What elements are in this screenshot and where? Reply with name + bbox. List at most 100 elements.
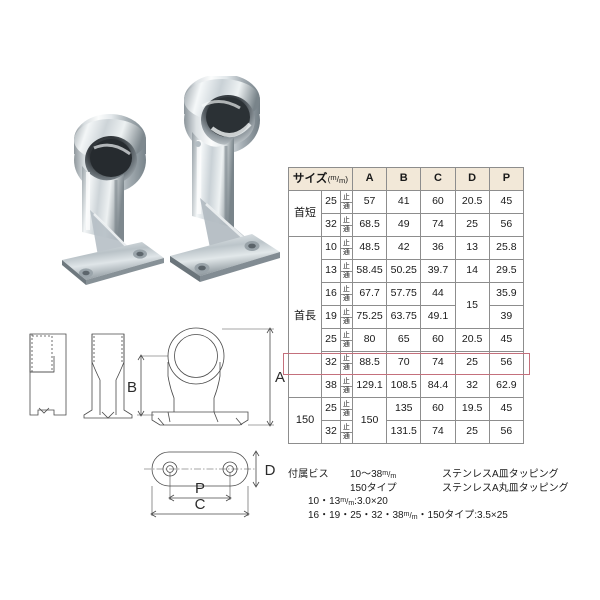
cell-a: 58.45 xyxy=(351,259,388,283)
cell-p: 62.9 xyxy=(488,374,525,398)
size-value: 25 xyxy=(321,190,341,214)
dim-label-d: D xyxy=(265,462,276,479)
group-label-150: 150 xyxy=(287,397,323,444)
header-d: D xyxy=(454,167,490,191)
size-value: 13 xyxy=(321,259,341,283)
dimension-line-p xyxy=(168,472,232,502)
drawing-plan-view xyxy=(144,451,256,487)
cell-p: 35.9 xyxy=(488,282,525,306)
note-line-3: 10・13m/m:3.0×20 xyxy=(308,496,388,507)
cell-b: 63.75 xyxy=(386,305,422,329)
cell-c: 84.4 xyxy=(420,374,456,398)
size-value: 38 xyxy=(321,374,341,398)
cell-a-merged: 150 xyxy=(351,397,388,444)
header-p: P xyxy=(488,167,525,191)
cell-a: 75.25 xyxy=(351,305,388,329)
cell-b: 65 xyxy=(386,328,422,352)
cell-a: 57 xyxy=(351,190,388,214)
note-line-2: 150タイプ ステンレスA丸皿タッピング xyxy=(288,482,588,496)
cell-c: 74 xyxy=(420,351,456,375)
cell-b: 50.25 xyxy=(386,259,422,283)
stop-through-cell: 止 通 xyxy=(339,259,353,283)
dim-label-a: A xyxy=(275,369,285,386)
cell-p: 39 xyxy=(488,305,525,329)
table-row: 38 止 通 129.1 108.5 84.4 32 62.9 xyxy=(289,374,525,398)
cell-b: 41 xyxy=(386,190,422,214)
cell-d: 20.5 xyxy=(454,328,490,352)
cell-c: 44 xyxy=(420,282,456,306)
product-photo-long-neck xyxy=(170,76,280,282)
size-value: 16 xyxy=(321,282,341,306)
cell-p: 56 xyxy=(488,213,525,237)
cell-d: 25 xyxy=(454,420,490,444)
cell-b: 49 xyxy=(386,213,422,237)
cell-a: 67.7 xyxy=(351,282,388,306)
cell-d-merged: 15 xyxy=(454,282,490,329)
note-label: 付属ビス xyxy=(288,469,329,480)
dimension-diagram: A B D P C xyxy=(29,327,285,518)
cell-c: 60 xyxy=(420,190,456,214)
cell-p: 56 xyxy=(488,420,525,444)
header-c: C xyxy=(420,167,456,191)
drawing-side-view-left xyxy=(29,333,67,416)
cell-d: 25 xyxy=(454,213,490,237)
product-photo-short-neck xyxy=(62,114,164,285)
stop-through-cell: 止 通 xyxy=(339,328,353,352)
stop-through-cell: 止 通 xyxy=(339,236,353,260)
note-type-150: 150タイプ xyxy=(350,482,397,494)
cell-p: 45 xyxy=(488,328,525,352)
footer-notes: 付属ビス 10〜38m/m ステンレスA皿タッピング 150タイプ ステンレスA… xyxy=(288,468,588,522)
cell-a: 129.1 xyxy=(351,374,388,398)
table-row: 32 止 通 68.5 49 74 25 56 xyxy=(289,213,525,237)
cell-d: 14 xyxy=(454,259,490,283)
group-label-long: 首長 xyxy=(287,236,323,398)
cell-b: 42 xyxy=(386,236,422,260)
stop-through-cell: 止 通 xyxy=(339,305,353,329)
dimension-line-d xyxy=(252,450,260,488)
cell-p: 45 xyxy=(488,397,525,421)
cell-c: 74 xyxy=(420,213,456,237)
product-photos xyxy=(24,56,286,292)
dim-label-c: C xyxy=(195,496,206,513)
cell-a: 88.5 xyxy=(351,351,388,375)
stop-through-cell: 止 通 xyxy=(339,282,353,306)
table-row: 13 止 通 58.45 50.25 39.7 14 29.5 xyxy=(289,259,525,283)
cell-p: 45 xyxy=(488,190,525,214)
table-row: 16 止 通 67.7 57.75 44 15 35.9 xyxy=(289,282,525,329)
table-row: 首長 10 止 通 48.5 42 36 13 25.8 xyxy=(287,236,525,398)
size-value: 25 xyxy=(321,397,341,421)
table-row: 首短 25 止 通 57 41 60 20.5 45 xyxy=(287,190,525,237)
dim-label-p: P xyxy=(195,480,205,497)
cell-c: 74 xyxy=(420,420,456,444)
header-a: A xyxy=(351,167,388,191)
cell-c: 39.7 xyxy=(420,259,456,283)
header-size-label: サイズ xyxy=(292,172,328,185)
cell-b: 70 xyxy=(386,351,422,375)
cell-a: 48.5 xyxy=(351,236,388,260)
cell-c: 60 xyxy=(420,328,456,352)
spec-table: サイズ(m/m) A B C D P 首短 25 止 xyxy=(287,167,525,444)
stop-through-cell: 止 通 xyxy=(339,213,353,237)
cell-d: 13 xyxy=(454,236,490,260)
note-screw-type-1: ステンレスA皿タッピング xyxy=(442,469,559,480)
stop-through-cell: 止 通 xyxy=(339,374,353,398)
size-value: 32 xyxy=(321,420,341,444)
technical-drawings: A B D P C xyxy=(8,312,288,532)
table-row: 32 止 通 88.5 70 74 25 56 xyxy=(289,351,525,375)
cell-d: 19.5 xyxy=(454,397,490,421)
cell-p: 29.5 xyxy=(488,259,525,283)
table-header-row: サイズ(m/m) A B C D P xyxy=(288,167,525,191)
cell-a: 68.5 xyxy=(351,213,388,237)
table-row-highlighted: 25 止 通 80 65 60 20.5 45 xyxy=(289,328,525,352)
spec-table-container: サイズ(m/m) A B C D P 首短 25 止 xyxy=(283,167,530,444)
note-line-4: 16・19・25・32・38m/m・150タイプ:3.5×25 xyxy=(308,509,508,521)
cell-p: 25.8 xyxy=(488,236,525,260)
cell-b: 108.5 xyxy=(386,374,422,398)
size-value: 25 xyxy=(321,328,341,352)
size-value: 19 xyxy=(321,305,341,329)
cell-b: 135 xyxy=(386,397,422,421)
dimension-line-a xyxy=(222,327,274,427)
cell-c: 60 xyxy=(420,397,456,421)
cell-c: 49.1 xyxy=(420,305,456,329)
